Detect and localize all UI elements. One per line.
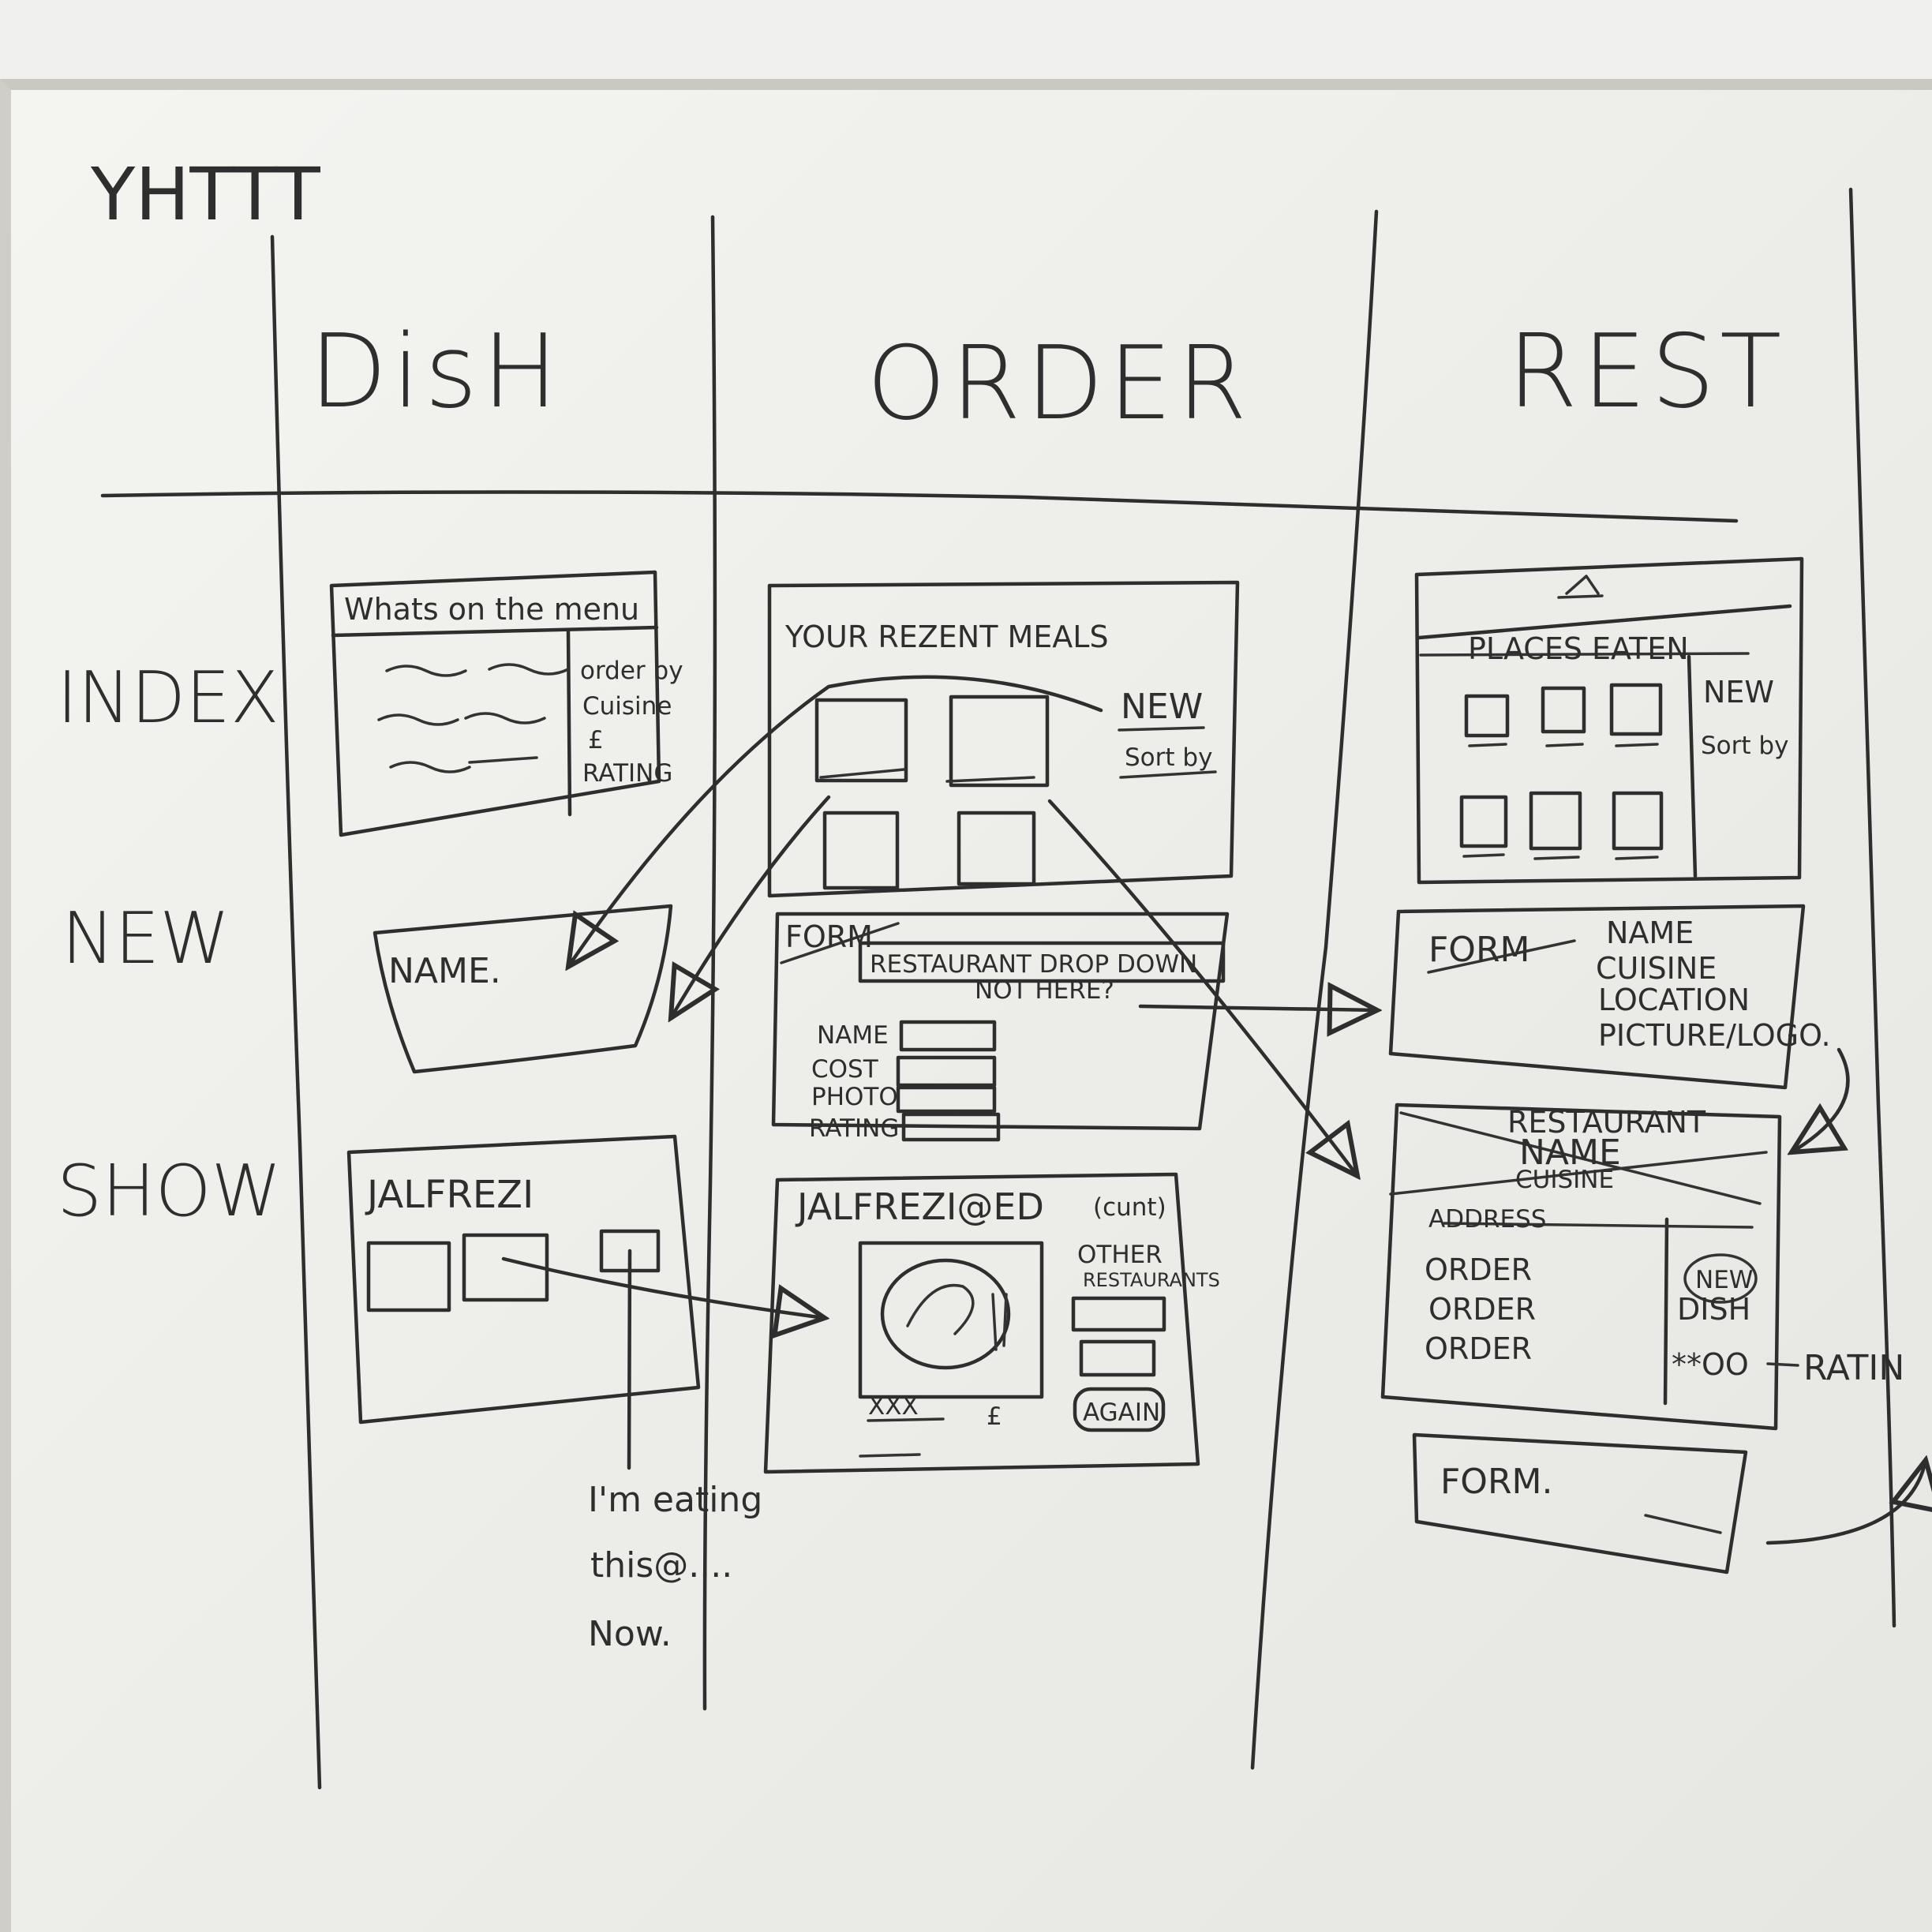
- arrow-not-here-to-rest-new: [1138, 1006, 1377, 1010]
- order-show-again-button: AGAIN: [1083, 1398, 1160, 1427]
- order-show-caption: XXX: [868, 1392, 919, 1421]
- dish-index-cuisine: Cuisine: [582, 692, 672, 721]
- rest-new-field-cuisine: CUISINE: [1596, 951, 1717, 986]
- order-new-field-rating: RATING: [809, 1114, 899, 1143]
- rest-form-sketch: [1412, 1432, 1748, 1574]
- dish-index-rating: RATING: [582, 759, 672, 788]
- dish-note-line-3: Now.: [588, 1614, 672, 1654]
- order-index-new: NEW: [1121, 687, 1203, 727]
- order-show-title-note: (cunt): [1093, 1193, 1166, 1222]
- arrow-rest-new-to-rest-show: [1792, 1047, 1850, 1152]
- column-divider-4: [1848, 187, 1896, 1628]
- rest-new-sketch: [1388, 904, 1806, 1090]
- rest-show-order-2: ORDER: [1428, 1292, 1536, 1327]
- rating-dash: [1766, 1362, 1799, 1367]
- rest-show-sketch: [1380, 1103, 1782, 1431]
- column-divider-2: [702, 215, 717, 1711]
- order-new-not-here: NOT HERE?: [975, 976, 1114, 1005]
- row-label-index: INDEX: [57, 657, 279, 739]
- arrow-order-index-to-dish-new: [568, 675, 1103, 967]
- order-index-sketch: [767, 580, 1240, 898]
- dish-note-line-1: I'm eating: [588, 1480, 762, 1520]
- column-title-rest: REST: [1507, 313, 1786, 431]
- order-show-restaurants: RESTAURANTS: [1083, 1269, 1220, 1291]
- rest-index-sketch: [1414, 556, 1804, 885]
- rest-index-title: PLACES EATEN: [1468, 631, 1689, 666]
- order-index-sort-by: Sort by: [1125, 743, 1212, 772]
- order-new-field-name: NAME: [817, 1021, 889, 1050]
- dish-new-sketch: [373, 904, 673, 1074]
- board-title: YHTTT: [90, 152, 321, 237]
- order-new-sketch: [771, 912, 1230, 1142]
- arrow-order-to-rest-show: [1047, 799, 1357, 1176]
- arrow-dish-show-to-order-show: [501, 1256, 825, 1318]
- dish-index-sketch: [329, 570, 661, 837]
- rest-show-order-1: ORDER: [1425, 1252, 1532, 1287]
- order-new-field-photo: PHOTO: [811, 1083, 898, 1111]
- rest-show-rating-label: RATIN: [1803, 1348, 1904, 1388]
- order-new-field-cost: COST: [811, 1055, 879, 1084]
- rest-new-field-name: NAME: [1606, 915, 1694, 950]
- rest-form-label: FORM.: [1440, 1462, 1552, 1502]
- rest-show-cuisine: CUISINE: [1515, 1166, 1614, 1194]
- column-divider-3: [1250, 209, 1379, 1770]
- whiteboard: [0, 79, 1932, 1932]
- dish-index-order-by: order by: [580, 657, 683, 685]
- order-show-title: JALFREZI@ED: [795, 1185, 1044, 1228]
- arrow-rest-form-to-rest-show: [1765, 1460, 1926, 1545]
- rest-index-new: NEW: [1703, 675, 1774, 710]
- rest-show-order-3: ORDER: [1425, 1331, 1532, 1366]
- header-divider: [100, 490, 1739, 523]
- order-show-price: £: [987, 1402, 1002, 1431]
- dish-show-title: JALFREZI: [365, 1173, 534, 1217]
- dish-index-title: Whats on the menu: [344, 592, 639, 627]
- row-label-new: NEW: [62, 897, 230, 980]
- rest-new-field-picture: PICTURE/LOGO.: [1598, 1018, 1831, 1053]
- rest-show-title-line-1: RESTAURANT: [1507, 1105, 1706, 1140]
- order-new-form-label: FORM: [785, 919, 873, 954]
- dish-note-line-2: this@....: [590, 1545, 732, 1586]
- column-title-order: ORDER: [867, 325, 1252, 443]
- rest-show-address: ADDRESS: [1428, 1205, 1546, 1234]
- column-divider-1: [270, 234, 322, 1790]
- arrow-order-photo-to-order-new: [671, 795, 831, 1018]
- rest-show-new: NEW: [1695, 1266, 1753, 1294]
- rest-show-rating-stars: **OO: [1672, 1347, 1749, 1382]
- order-show-other: OTHER: [1077, 1241, 1163, 1269]
- rest-index-sort-by: Sort by: [1701, 732, 1788, 760]
- rest-show-title-line-2: NAME: [1519, 1133, 1621, 1173]
- dish-new-name-label: NAME.: [388, 951, 501, 991]
- order-index-title: YOUR REZENT MEALS: [784, 620, 1109, 654]
- rest-new-field-location: LOCATION: [1598, 983, 1750, 1017]
- order-show-sketch: [763, 1172, 1200, 1474]
- rest-show-dish: DISH: [1677, 1292, 1750, 1327]
- rest-form-line: [1644, 1514, 1722, 1534]
- column-title-dish: DisH: [309, 313, 563, 431]
- dish-index-price: £: [588, 726, 604, 754]
- rest-new-form-label: FORM: [1428, 930, 1530, 970]
- order-new-dropdown: RESTAURANT DROP DOWN: [870, 950, 1197, 979]
- row-label-show: SHOW: [57, 1150, 282, 1233]
